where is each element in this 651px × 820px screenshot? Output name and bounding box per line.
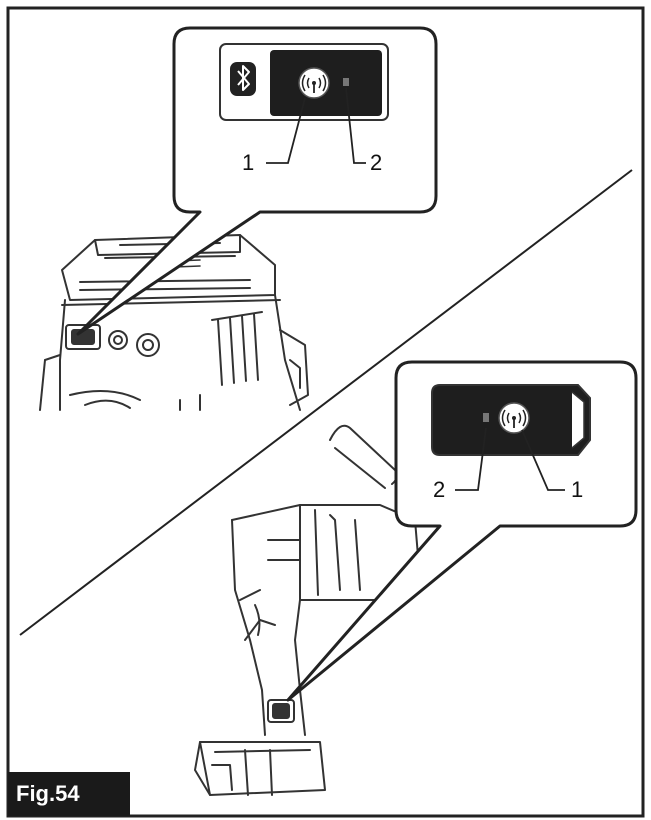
top-device-illustration bbox=[39, 234, 309, 411]
wireless-activation-button-icon-tool bbox=[498, 402, 530, 434]
callout-top-1: 1 bbox=[242, 150, 255, 175]
top-callout-balloon bbox=[76, 26, 438, 336]
bottom-callout-balloon bbox=[286, 360, 638, 702]
callout-top-2: 2 bbox=[370, 150, 383, 175]
wireless-activation-button-icon bbox=[298, 67, 330, 99]
figure-label: Fig.54 bbox=[8, 772, 130, 816]
callout-bottom-1: 1 bbox=[571, 477, 584, 502]
figure-frame bbox=[6, 6, 645, 818]
callout-bottom-2: 2 bbox=[433, 477, 446, 502]
wireless-activation-lamp bbox=[343, 78, 349, 86]
diagonal-divider bbox=[19, 169, 633, 636]
wireless-activation-lamp-tool bbox=[483, 413, 489, 422]
